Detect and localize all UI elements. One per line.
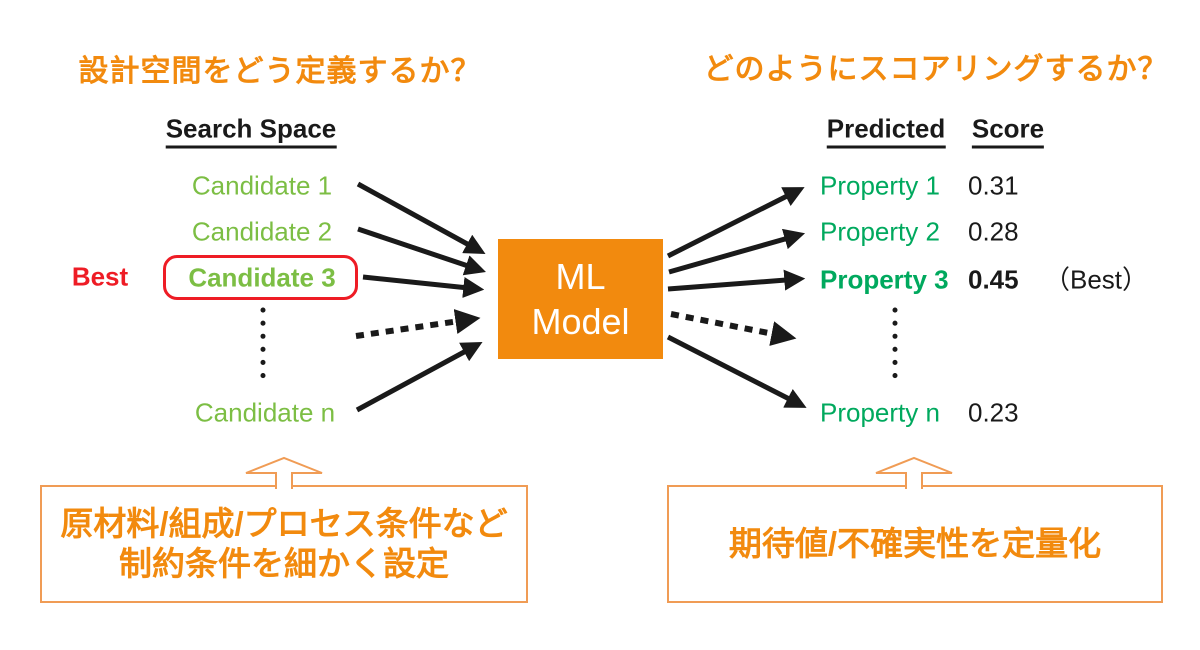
- arrow-ml-to-propertyn: [666, 334, 807, 408]
- arrow-candidate2-to-ml: [357, 226, 486, 276]
- search-space-header: Search Space: [165, 114, 337, 149]
- property-1-label: Property 1: [820, 170, 940, 201]
- scoring-callout-box: 期待値/不確実性を定量化: [667, 485, 1163, 603]
- score-header: Score: [971, 114, 1045, 149]
- ml-model-line2: Model: [531, 301, 630, 342]
- property-3-score: 0.45: [968, 264, 1019, 295]
- candidate-3-label: Candidate 3: [188, 262, 336, 293]
- arrow-ml-to-property3: [667, 269, 806, 292]
- property-row-n: Property n 0.23: [820, 398, 1044, 429]
- ml-model-line1: ML: [555, 256, 606, 297]
- best-candidate-highlight-box: [163, 255, 358, 300]
- ml-model-box: ML Model: [498, 239, 663, 359]
- arrow-candidate3-to-ml: [362, 274, 485, 298]
- property-row-2: Property 2 0.28: [820, 217, 1044, 248]
- candidate-2-label: Candidate 2: [191, 216, 333, 247]
- scoring-callout-line1: 期待値/不確実性を定量化: [728, 525, 1102, 562]
- predicted-header: Predicted: [826, 114, 946, 149]
- left-question-title: 設計空間をどう定義するか？: [78, 55, 482, 88]
- arrow-dotted-candidates-to-ml: [355, 309, 481, 339]
- property-2-label: Property 2: [820, 216, 940, 247]
- arrow-candidate1-to-ml: [356, 181, 486, 255]
- property-3-label: Property 3: [820, 264, 949, 295]
- property-2-score: 0.28: [968, 216, 1019, 247]
- property-n-score: 0.23: [968, 397, 1019, 428]
- property-n-label: Property n: [820, 397, 940, 428]
- property-3-best-note: （Best）: [1044, 264, 1149, 295]
- candidate-n-label: Candidate n: [194, 397, 336, 428]
- search-space-callout-box: 原材料/組成/プロセス条件など 制約条件を細かく設定: [40, 485, 528, 603]
- arrow-dotted-ml-to-properties: [670, 311, 797, 346]
- search-space-callout-line2: 制約条件を細かく設定: [119, 545, 449, 582]
- arrow-candidaten-to-ml: [355, 341, 483, 413]
- search-space-callout-line1: 原材料/組成/プロセス条件など: [60, 505, 508, 542]
- property-1-score: 0.31: [968, 170, 1019, 201]
- candidate-1-label: Candidate 1: [191, 170, 333, 201]
- property-row-3-best: Property 3 0.45 （Best）: [820, 260, 1148, 297]
- property-row-1: Property 1 0.31: [820, 171, 1044, 202]
- best-label: Best: [71, 261, 129, 292]
- arrow-ml-to-property1: [666, 187, 805, 259]
- arrow-ml-to-property2: [668, 228, 806, 275]
- right-question-title: どのようにスコアリングするか？: [703, 53, 1169, 86]
